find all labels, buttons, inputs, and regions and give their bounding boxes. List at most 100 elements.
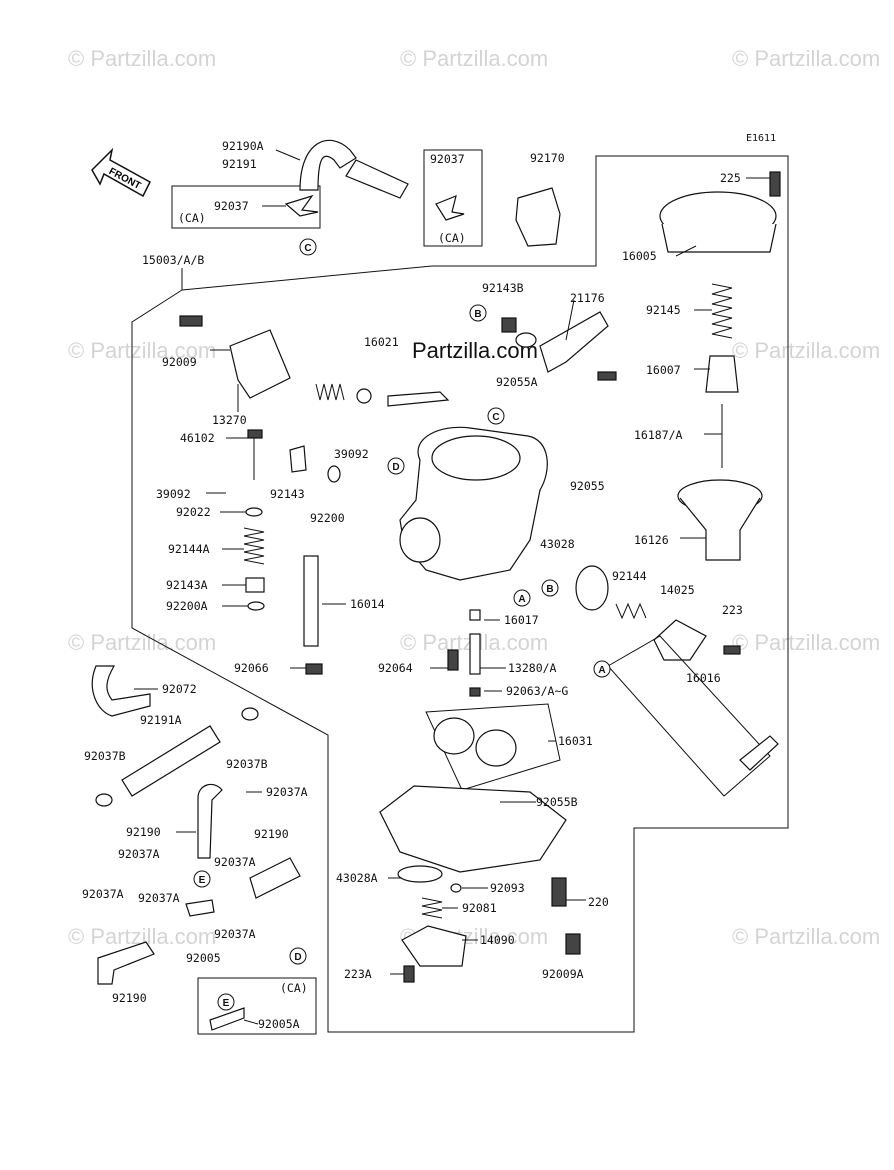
part-92064 [447,649,459,671]
label-92022: 92022 [176,505,211,519]
label-43028a: 43028A [336,871,378,885]
front-arrow-icon: FRONT [91,147,151,198]
part-hose-92190c [97,941,155,985]
callout-d-mid: D [392,462,399,473]
watermark-text: © Partzilla.com [68,338,216,363]
label-16017: 16017 [504,613,539,627]
label-92145: 92145 [646,303,681,317]
label-223a: 223A [344,967,372,981]
label-92191a: 92191A [140,713,182,727]
label-92005: 92005 [186,951,221,965]
watermark-text: © Partzilla.com [732,924,880,949]
watermark-text: © Partzilla.com [732,46,880,71]
part-float-box-16031 [425,703,561,791]
label-92037a: 92037A [214,855,256,869]
part-hose-92190a-left [197,783,223,859]
label-92005a: 92005A [258,1017,300,1031]
label-92037a: 92037A [138,891,180,905]
label-16007: 16007 [646,363,681,377]
part-clamp-92170 [515,187,561,247]
label-14025: 14025 [660,583,695,597]
label-92190a: 92190A [222,139,264,153]
label-15003: 15003/A/B [142,253,204,267]
part-clip-92037-a [284,194,319,217]
part-screw-21176 [597,371,617,381]
callout-c-top: C [304,243,311,254]
part-float-bowl [379,785,567,873]
label-16021: 16021 [364,335,399,349]
part-band-92072 [91,665,151,717]
label-223: 223 [722,603,743,617]
callout-c-mid: C [492,412,499,423]
label-13270: 13270 [212,413,247,427]
label-92143b: 92143B [482,281,524,295]
label-92066: 92066 [234,661,269,675]
callout-d-bottom: D [294,952,301,963]
part-spring-92145 [711,283,733,339]
part-screw-16021 [387,391,450,407]
part-washer-16021 [356,388,372,404]
label-46102: 46102 [180,431,215,445]
label-92190: 92190 [254,827,289,841]
part-screw-225 [769,171,781,197]
label-92055: 92055 [570,479,605,493]
part-screw-92009 [179,315,203,327]
label-92143a: 92143A [166,578,208,592]
label-92037a: 92037A [118,847,160,861]
watermark-text: © Partzilla.com [732,630,880,655]
part-washer-92200a [247,601,265,611]
assembly-boundary [131,155,789,1033]
label-92200a: 92200A [166,599,208,613]
part-clip-92037b-b [241,707,259,721]
callout-b-mid: B [546,584,553,595]
part-spring-92144a [243,527,265,565]
callout-circles: C B C D B A A E D E [193,238,611,1011]
label-92055a: 92055A [496,375,538,389]
label-92190: 92190 [126,825,161,839]
label-92037a: 92037A [266,785,308,799]
label-92190: 92190 [112,991,147,1005]
part-choke-box-16016 [607,635,771,797]
part-cap-16005-base [661,223,777,253]
part-float-16031 [433,717,475,755]
part-labels: 92190A 92191 92037 (CA) 92037 (CA) 92170… [82,139,743,1031]
part-screw-223 [723,645,741,655]
label-ca: (CA) [280,981,308,995]
part-diaphragm-43028a [397,865,443,883]
part-diaphragm-43028 [575,565,609,611]
part-oring-92093 [450,883,462,893]
label-92064: 92064 [378,661,413,675]
part-spring-16021 [315,383,345,401]
label-92144: 92144 [612,569,647,583]
watermark-text: © Partzilla.com [400,46,548,71]
part-piston-16126 [679,497,761,561]
label-92037a: 92037A [82,887,124,901]
label-92037: 92037 [430,152,465,166]
label-16126: 16126 [634,533,669,547]
part-washer-92022 [245,507,263,517]
callout-b-top: B [474,309,481,320]
label-ca: (CA) [178,211,206,225]
part-92143a [245,577,265,593]
part-cover-14025 [653,619,707,661]
label-39092: 39092 [156,487,191,501]
part-cover-14090 [401,925,467,967]
label-92093: 92093 [490,881,525,895]
label-92037b: 92037B [226,757,268,771]
part-hose-92190b [249,857,301,899]
part-spring-92144 [615,602,647,620]
part-92143b [501,317,517,333]
part-screw-92009a [565,933,581,955]
label-16005: 16005 [622,249,657,263]
part-jet-92063 [469,687,481,697]
label-14090: 14090 [480,933,515,947]
callout-e-left: E [199,875,206,886]
part-lever-21176 [539,311,609,373]
part-carburetor-bore [431,435,521,481]
label-92063: 92063/A~G [506,684,568,698]
label-21176: 21176 [570,291,605,305]
part-92143 [289,445,307,473]
callout-e-bottom: E [223,998,230,1009]
label-92191: 92191 [222,157,257,171]
